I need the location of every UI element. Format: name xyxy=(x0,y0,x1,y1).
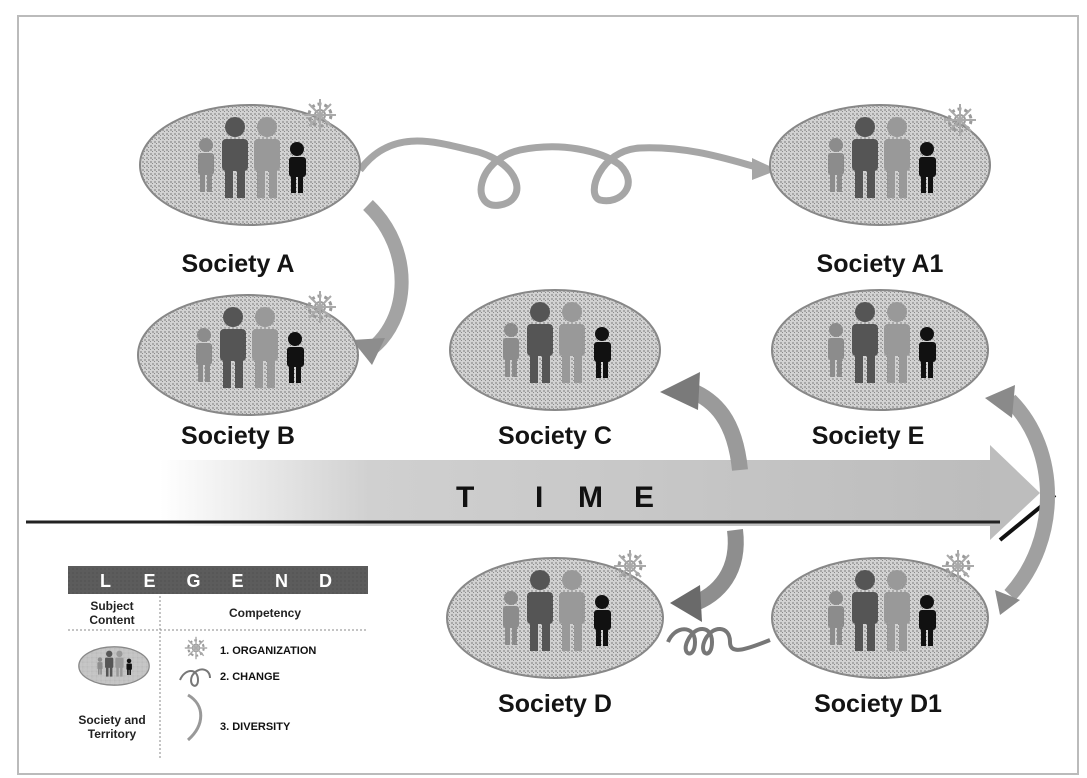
legend-col-subject: Content xyxy=(89,613,134,627)
legend-header-letter: E xyxy=(231,571,244,591)
change-arrow-a-to-a1 xyxy=(357,137,761,209)
society-label: Society C xyxy=(498,422,612,450)
arrow-a-to-b xyxy=(363,199,409,356)
change-coil-d-to-d1 xyxy=(666,627,771,656)
legend-item: 2. CHANGE xyxy=(220,671,280,683)
arrowhead xyxy=(995,590,1020,615)
legend-header-letter: L xyxy=(100,571,112,591)
society-node-d1 xyxy=(771,548,989,679)
arrowhead xyxy=(670,585,702,622)
time-letter: I xyxy=(535,481,543,514)
society-node-e xyxy=(771,289,989,411)
society-label: Society E xyxy=(812,422,925,450)
society-node-a xyxy=(139,97,361,226)
coil-icon xyxy=(179,668,211,687)
society-label: Society A1 xyxy=(817,250,944,278)
society-label: Society A xyxy=(181,250,294,278)
time-letter: M xyxy=(578,481,603,514)
society-node-a1 xyxy=(769,102,991,226)
legend-col-subject: Subject xyxy=(90,599,133,613)
time-letter: T xyxy=(456,481,474,514)
legend-header-letter: D xyxy=(319,571,333,591)
society-label: Society D xyxy=(498,690,612,718)
arrowhead xyxy=(660,372,700,410)
legend-col-competency: Competency xyxy=(229,606,301,620)
legend-header-letter: N xyxy=(275,571,289,591)
arrow-d1-to-e xyxy=(1004,394,1055,601)
legend-subject-label: Society and xyxy=(78,713,145,727)
society-node-d xyxy=(446,548,664,679)
society-label: Society B xyxy=(181,422,295,450)
legend-header-letter: E xyxy=(143,571,156,591)
legend: L E G E N D Subject Content Competency S… xyxy=(68,566,368,760)
curved-arrow-icon xyxy=(186,693,203,742)
legend-society-sample xyxy=(78,646,150,686)
legend-header-letter: G xyxy=(186,571,201,591)
arrowhead xyxy=(985,385,1015,418)
time-letter: E xyxy=(634,481,654,514)
legend-item: 1. ORGANIZATION xyxy=(220,645,316,657)
society-label: Society D1 xyxy=(814,690,942,718)
time-arrow xyxy=(26,445,1057,542)
society-node-b xyxy=(137,289,359,416)
society-node-c xyxy=(449,289,661,411)
legend-item: 3. DIVERSITY xyxy=(220,721,291,733)
legend-subject-label: Territory xyxy=(88,727,137,741)
change-arrowhead xyxy=(752,158,778,180)
arrowhead xyxy=(352,338,385,365)
